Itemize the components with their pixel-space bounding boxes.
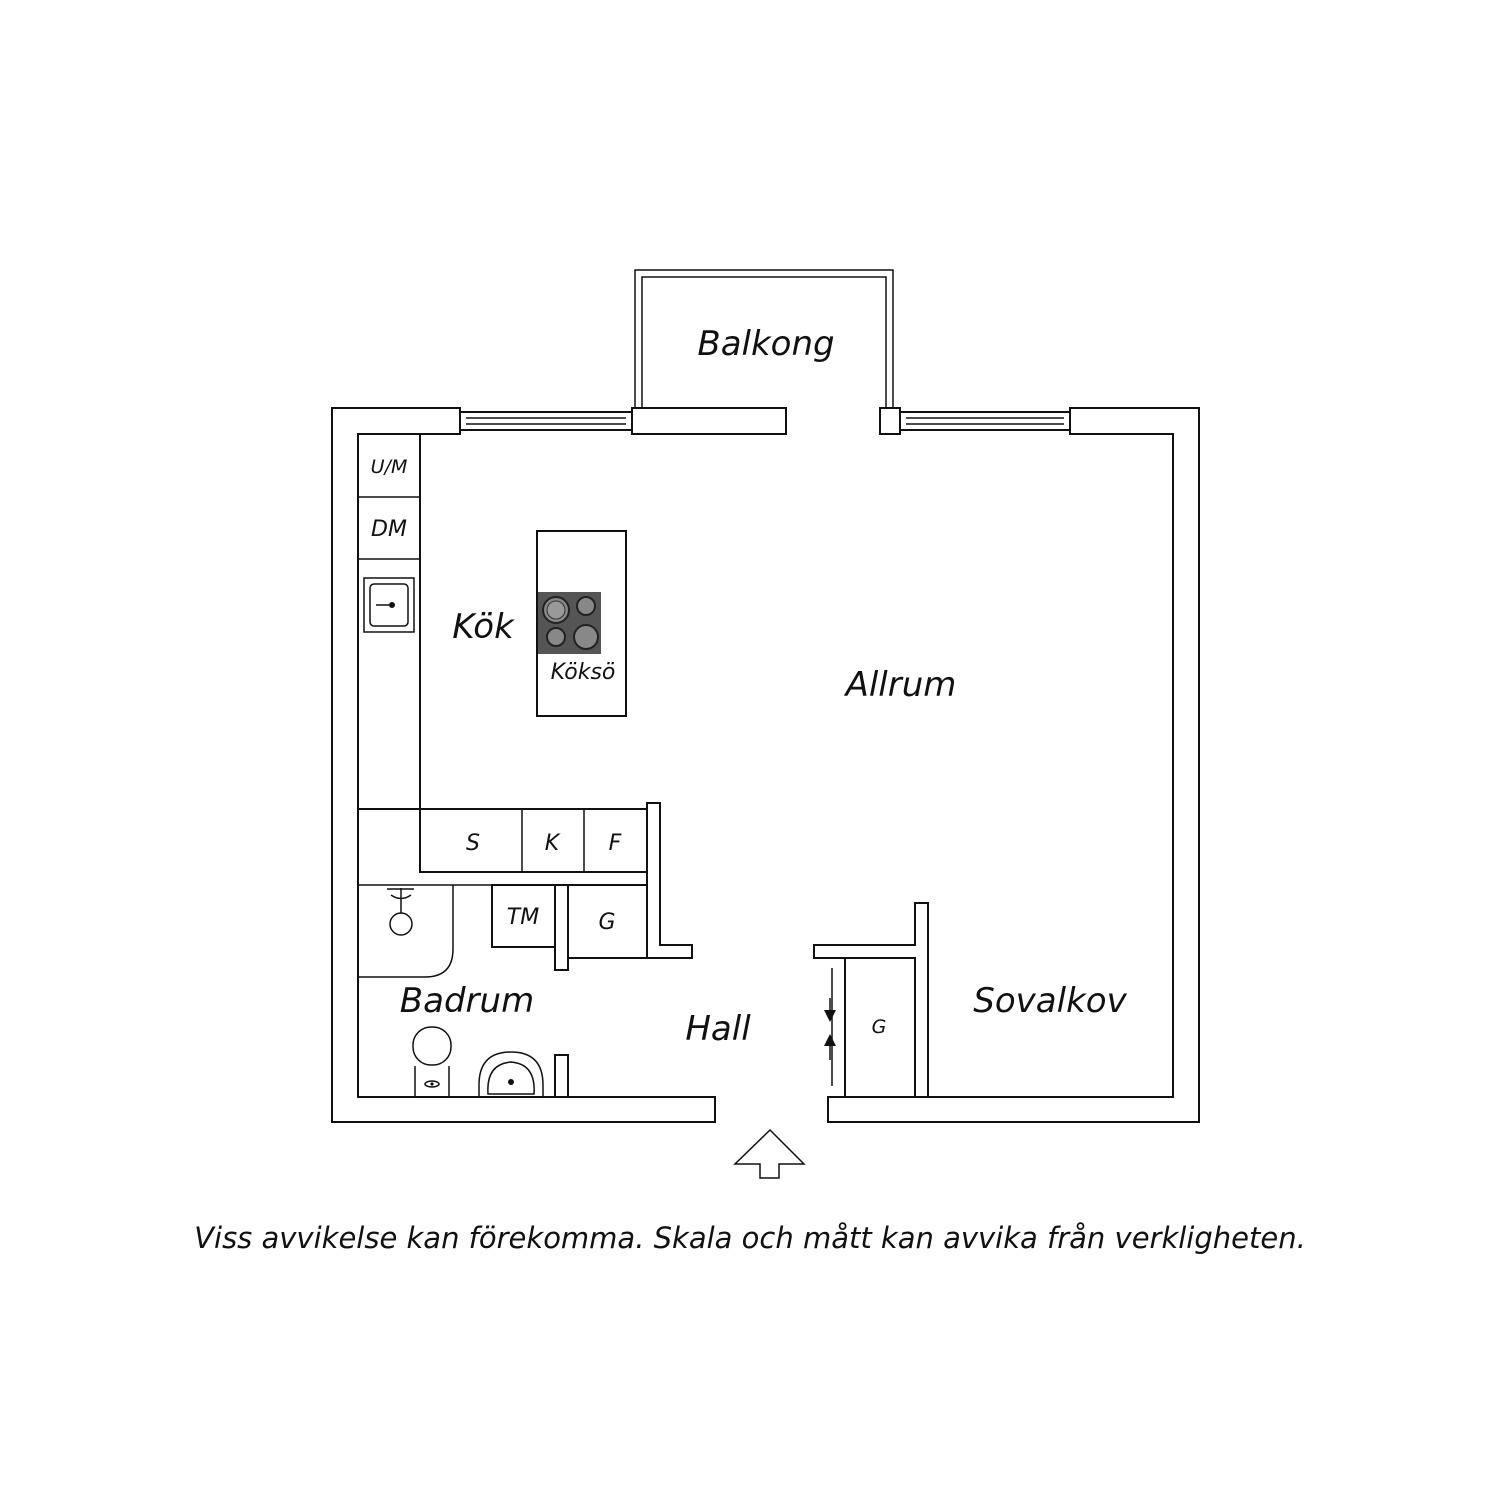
tumble-dryer (491, 884, 556, 948)
appliance-k: K (545, 831, 561, 856)
appliance-f: F (609, 831, 622, 856)
appliance-g-hall: G (598, 910, 615, 935)
sink-icon (363, 577, 415, 633)
disclaimer-text: Viss avvikelse kan förekomma. Skala och … (194, 1221, 1306, 1255)
lower-counter (419, 808, 648, 873)
exterior-walls (331, 407, 1200, 1123)
appliance-g-sovalkov: G (872, 1016, 887, 1038)
appliance-s: S (466, 831, 480, 856)
bathroom-walls (358, 884, 569, 1098)
room-label-badrum: Badrum (400, 981, 534, 1021)
window-left (459, 411, 633, 431)
appliance-dm: DM (371, 517, 407, 542)
room-label-hall: Hall (685, 1009, 751, 1049)
appliance-tm: TM (507, 905, 539, 930)
kitchen-counter (357, 433, 421, 810)
appliance-koksö: Köksö (551, 660, 616, 685)
balcony (634, 269, 894, 409)
entrance-arrow-icon (733, 1128, 806, 1179)
stove-icon (538, 592, 601, 654)
room-label-allrum: Allrum (844, 665, 957, 705)
washbasin-icon (478, 1051, 544, 1098)
room-label-kok: Kök (452, 607, 515, 647)
room-label-sovalkov: Sovalkov (973, 981, 1127, 1021)
wardrobe-hall (554, 884, 648, 971)
appliance-um: U/M (371, 456, 408, 478)
sliding-door-arrows-icon (824, 968, 836, 1086)
toilet-icon (412, 1026, 452, 1098)
shower-icon (358, 885, 454, 978)
window-right (899, 411, 1071, 431)
interior-wall-hall-left (646, 802, 693, 959)
room-label-balkong: Balkong (697, 324, 834, 364)
kitchen-island (536, 530, 627, 717)
